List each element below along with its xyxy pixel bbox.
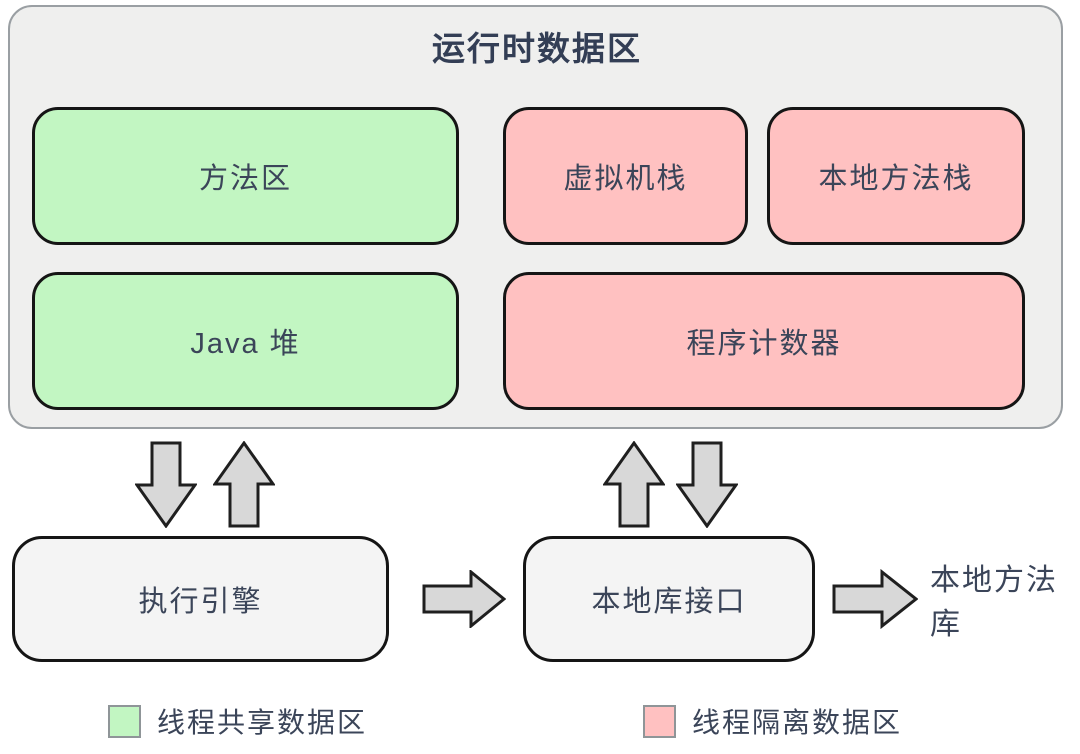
arrow-down-icon bbox=[676, 441, 738, 528]
legend-label-thread-shared: 线程共享数据区 bbox=[157, 707, 368, 738]
native-library-label: 本地方法库 bbox=[930, 564, 1058, 641]
arrow-up-icon bbox=[603, 441, 665, 528]
legend-label-thread-isolated: 线程隔离数据区 bbox=[692, 707, 903, 738]
arrow-up-icon bbox=[213, 441, 275, 528]
legend-item-thread-isolated: 线程隔离数据区 bbox=[643, 701, 902, 741]
arrow-right-icon bbox=[422, 570, 506, 628]
runtime-area-title: 运行时数据区 bbox=[432, 30, 642, 67]
legend-item-thread-shared: 线程共享数据区 bbox=[108, 701, 367, 741]
box-vm-stack: 虚拟机栈 bbox=[503, 107, 748, 245]
box-native-method-stack: 本地方法栈 bbox=[767, 107, 1025, 245]
arrow-down-icon bbox=[135, 441, 197, 528]
box-execution-engine: 执行引擎 bbox=[12, 536, 389, 662]
thread-isolated-color-swatch bbox=[643, 704, 676, 738]
box-java-heap: Java 堆 bbox=[32, 272, 459, 410]
arrow-right-icon bbox=[832, 569, 918, 629]
box-method-area: 方法区 bbox=[32, 107, 459, 245]
thread-shared-color-swatch bbox=[108, 704, 141, 738]
box-native-interface: 本地库接口 bbox=[523, 536, 815, 662]
box-program-counter: 程序计数器 bbox=[503, 272, 1025, 410]
